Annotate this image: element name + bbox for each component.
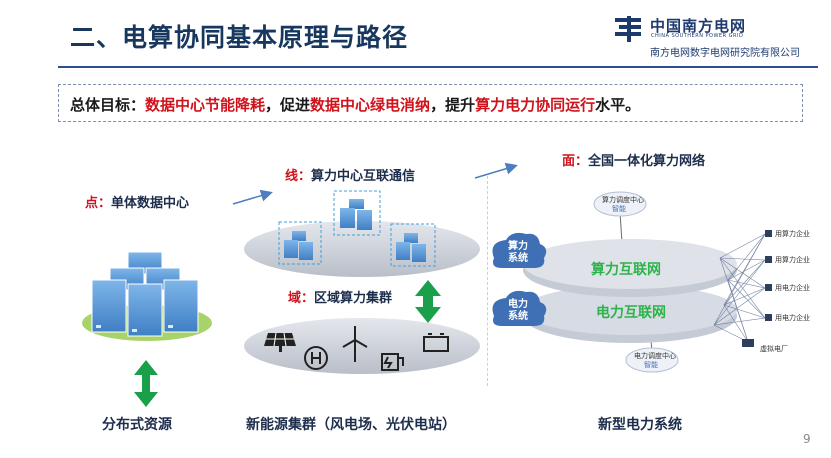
page-number: 9 bbox=[803, 432, 811, 446]
server-cluster-2 bbox=[333, 190, 381, 236]
connector-line bbox=[619, 211, 623, 244]
single-datacenter-icon bbox=[82, 251, 212, 341]
organization-name: 南方电网数字电网研究院有限公司 bbox=[650, 48, 800, 59]
compute-system-label: 算力 系统 bbox=[508, 241, 528, 264]
flow-arrow bbox=[474, 162, 518, 179]
section-divider bbox=[487, 176, 488, 386]
compute-system-cloud bbox=[492, 232, 547, 268]
wind-turbine-icon bbox=[342, 326, 368, 362]
enterprise-label: 用算力企业 bbox=[775, 256, 810, 264]
battery-icon bbox=[423, 333, 449, 352]
compute-dispatch-label: 算力调度中心 bbox=[602, 196, 644, 204]
logo-text: 中国南方电网 bbox=[650, 17, 747, 35]
surface-label: 面：全国一体化算力网络 bbox=[562, 154, 706, 169]
caption-distributed-resources: 分布式资源 bbox=[102, 417, 172, 433]
line-label: 线：算力中心互联通信 bbox=[285, 169, 416, 184]
hydrogen-icon bbox=[304, 346, 328, 370]
compute-internet-label: 算力互联网 bbox=[591, 262, 661, 278]
caption-new-power-system: 新型电力系统 bbox=[598, 417, 682, 433]
point-label: 点：单体数据中心 bbox=[85, 196, 190, 211]
compute-dispatch-cloud bbox=[593, 191, 647, 217]
region-disc bbox=[244, 318, 480, 374]
region-label: 域：区域算力集群 bbox=[288, 291, 393, 306]
solar-panel-icon bbox=[264, 332, 296, 352]
enterprise-label: 用电力企业 bbox=[775, 314, 810, 322]
enterprise-label: 虚拟电厂 bbox=[760, 345, 788, 353]
compute-dispatch-badge: 智能 bbox=[612, 205, 626, 213]
power-system-label: 电力 系统 bbox=[508, 299, 528, 322]
power-dispatch-cloud bbox=[625, 347, 679, 373]
goal-statement: 总体目标：数据中心节能降耗，促进数据中心绿电消纳，提升算力电力协同运行水平。 bbox=[70, 96, 641, 114]
enterprise-label: 用算力企业 bbox=[775, 230, 810, 238]
enterprise-label: 用电力企业 bbox=[775, 284, 810, 292]
power-dispatch-badge: 智能 bbox=[644, 361, 658, 369]
goal-box bbox=[58, 84, 803, 122]
double-arrow-middle bbox=[415, 280, 441, 323]
power-dispatch-label: 电力调度中心 bbox=[634, 352, 676, 360]
page-title: 二、电算协同基本原理与路径 bbox=[70, 23, 409, 52]
enterprise-links bbox=[713, 233, 766, 343]
server-cluster-1 bbox=[278, 221, 322, 265]
header-divider bbox=[58, 66, 818, 68]
csg-logo-icon bbox=[615, 16, 641, 42]
caption-renewable-cluster: 新能源集群（风电场、光伏电站） bbox=[246, 417, 456, 433]
logo-subtext: CHINA SOUTHERN POWER GRID bbox=[651, 33, 744, 39]
flow-arrow bbox=[232, 189, 273, 205]
charging-station-icon bbox=[381, 353, 404, 371]
power-system-cloud bbox=[492, 290, 547, 326]
enterprise-dots bbox=[742, 230, 772, 347]
server-cluster-3 bbox=[390, 223, 436, 267]
power-internet-label: 电力互联网 bbox=[596, 305, 666, 321]
double-arrow-left bbox=[134, 360, 158, 407]
